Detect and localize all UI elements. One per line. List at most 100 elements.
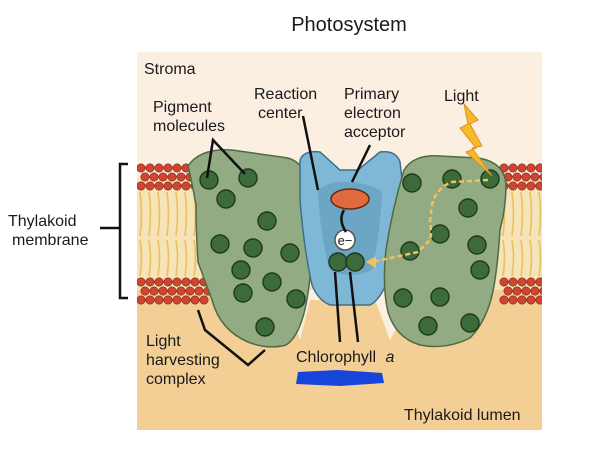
thylakoid-lumen-label: Thylakoid lumen bbox=[404, 407, 521, 424]
lipid-head bbox=[181, 277, 191, 287]
chlorophyll-leader bbox=[333, 271, 360, 343]
lipid-head bbox=[137, 163, 146, 173]
lhc-line-1: Light bbox=[146, 333, 181, 350]
primary-electron-acceptor bbox=[330, 188, 370, 210]
lipid-head bbox=[530, 172, 540, 182]
lipid-tail bbox=[157, 191, 161, 237]
lipid-head bbox=[508, 163, 518, 173]
energy-transfer-arrow bbox=[371, 178, 489, 264]
reaction-center-line-1: Reaction bbox=[254, 86, 317, 103]
lipid-tail bbox=[139, 191, 143, 237]
lipid-head bbox=[137, 277, 146, 287]
lipid-head bbox=[503, 286, 513, 296]
pigment-molecule bbox=[280, 243, 300, 263]
pigment-molecule bbox=[418, 316, 438, 336]
lipid-head bbox=[163, 277, 173, 287]
pigment-molecule bbox=[257, 211, 277, 231]
lipid-head bbox=[512, 286, 522, 296]
lipid-head bbox=[140, 286, 150, 296]
lipid-head bbox=[512, 172, 522, 182]
lipid-head bbox=[517, 295, 527, 305]
lipid-head bbox=[181, 295, 191, 305]
membrane-line-2: membrane bbox=[12, 232, 89, 249]
lipid-tail bbox=[139, 239, 143, 277]
lipid-head bbox=[517, 181, 527, 191]
pigment-molecule bbox=[231, 260, 251, 280]
lipid-head bbox=[539, 172, 542, 182]
lhc-line-3: complex bbox=[146, 371, 206, 388]
lipid-tail bbox=[175, 191, 179, 237]
pigment-molecules bbox=[199, 168, 500, 337]
lipid-head bbox=[158, 172, 168, 182]
lipid-tail bbox=[538, 191, 542, 237]
pigment-molecule bbox=[467, 235, 487, 255]
lipid-tail bbox=[166, 239, 170, 277]
lipid-head bbox=[499, 295, 509, 305]
pigment-molecule bbox=[262, 272, 282, 292]
reaction-center-line-2: center bbox=[258, 105, 303, 122]
pigment-molecule bbox=[458, 198, 478, 218]
lipid-head bbox=[154, 295, 164, 305]
lipid-head bbox=[149, 172, 159, 182]
pigment-leader bbox=[205, 137, 246, 179]
lipid-head bbox=[163, 181, 173, 191]
lipid-tail bbox=[157, 239, 161, 277]
lipid-tail bbox=[520, 239, 524, 277]
lipid-head bbox=[526, 181, 536, 191]
lipid-head bbox=[145, 295, 155, 305]
lipid-head bbox=[199, 295, 209, 305]
stroma-label: Stroma bbox=[144, 61, 196, 78]
pigment-line-2: molecules bbox=[153, 118, 225, 135]
pigment-molecule bbox=[199, 170, 219, 190]
membrane-bracket bbox=[100, 162, 128, 300]
lipid-tail bbox=[175, 239, 179, 277]
lipid-head bbox=[517, 277, 527, 287]
lipid-head bbox=[190, 295, 200, 305]
leader-lines bbox=[100, 115, 372, 367]
pigment-molecule bbox=[393, 288, 413, 308]
lipid-head bbox=[145, 181, 155, 191]
lhc-line-2: harvesting bbox=[146, 352, 220, 369]
light-bolt-icon bbox=[459, 102, 493, 177]
lipid-heads-bottom bbox=[137, 277, 542, 305]
lipid-head bbox=[137, 181, 146, 191]
pigment-molecule bbox=[216, 189, 236, 209]
lipid-tail bbox=[511, 191, 515, 237]
chlorophyll-a-left bbox=[328, 252, 348, 272]
lipid-head bbox=[172, 163, 182, 173]
light-harvesting-complex-label: Light harvesting complex bbox=[146, 333, 224, 388]
lipid-tail bbox=[148, 191, 152, 237]
lipid-head bbox=[149, 286, 159, 296]
energy-arrowhead bbox=[366, 256, 376, 268]
lipid-head bbox=[535, 163, 542, 173]
pigment-molecule bbox=[480, 169, 500, 189]
light-label: Light bbox=[444, 88, 479, 105]
lipid-head bbox=[137, 295, 146, 305]
lipid-head bbox=[539, 286, 542, 296]
lipid-head bbox=[145, 277, 155, 287]
acceptor-line-2: electron bbox=[344, 105, 401, 122]
lipid-tail bbox=[193, 239, 197, 277]
acceptor-leader bbox=[350, 144, 372, 183]
pigment-molecule bbox=[430, 287, 450, 307]
chlorophyll-suffix: a bbox=[386, 349, 395, 366]
lipid-head bbox=[154, 277, 164, 287]
lipid-tail bbox=[511, 239, 515, 277]
lipid-head bbox=[163, 295, 173, 305]
lipid-head bbox=[535, 277, 542, 287]
blue-scribble-mark bbox=[296, 370, 384, 386]
thylakoid-membrane-label: Thylakoid membrane bbox=[8, 213, 89, 249]
lipid-tail bbox=[184, 239, 188, 277]
chlorophyll-word: Chlorophyll bbox=[296, 349, 376, 366]
lipid-tail bbox=[529, 191, 533, 237]
acceptor-line-3: acceptor bbox=[344, 124, 406, 141]
pigment-molecules-label: Pigment molecules bbox=[153, 99, 225, 135]
pigment-molecule bbox=[210, 234, 230, 254]
lipid-head bbox=[526, 277, 536, 287]
lipid-head bbox=[172, 295, 182, 305]
lipid-head bbox=[145, 163, 155, 173]
pigment-molecule bbox=[243, 238, 263, 258]
lipid-head bbox=[163, 163, 173, 173]
pigment-line-1: Pigment bbox=[153, 99, 212, 116]
lipid-tail bbox=[148, 239, 152, 277]
